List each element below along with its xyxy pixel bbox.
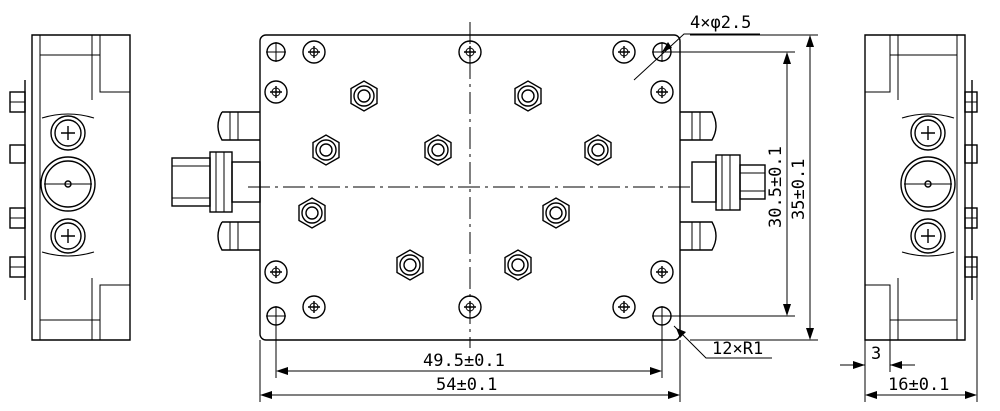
top-view-dimensions: 4×φ2.5 30.5±0.1 35±0.1 49.5±0.1 54±0.1 1… bbox=[259, 13, 818, 402]
tuning-nut-icon bbox=[584, 134, 612, 166]
top-view bbox=[171, 22, 766, 348]
left-sma-connector bbox=[171, 111, 261, 251]
dim-corner-radius: 12×R1 bbox=[712, 339, 763, 359]
left-side-view bbox=[9, 34, 131, 341]
dim-hole-spacing-height: 30.5±0.1 bbox=[766, 146, 786, 228]
tuning-nut-icon bbox=[350, 80, 378, 112]
screw-icon bbox=[264, 80, 288, 104]
dim-side-offset: 3 bbox=[871, 344, 881, 364]
tuning-nut-icon bbox=[424, 134, 452, 166]
dim-overall-width: 54±0.1 bbox=[436, 375, 497, 395]
tuning-nut-icon bbox=[514, 80, 542, 112]
dim-mounting-holes: 4×φ2.5 bbox=[690, 13, 751, 33]
side-view-dimensions: 3 16±0.1 bbox=[840, 277, 978, 402]
screw-icon bbox=[650, 80, 674, 104]
tuning-nuts bbox=[298, 80, 612, 281]
screw-icon bbox=[302, 295, 326, 319]
screw-icon bbox=[302, 40, 326, 64]
screw-icon bbox=[612, 295, 636, 319]
right-side-view bbox=[864, 34, 978, 341]
right-sma-connector bbox=[680, 111, 766, 251]
screw-icon bbox=[264, 260, 288, 284]
tuning-nut-icon bbox=[396, 249, 424, 281]
tuning-nut-icon bbox=[542, 197, 570, 229]
dim-hole-spacing-width: 49.5±0.1 bbox=[423, 351, 505, 371]
tuning-nut-icon bbox=[298, 197, 326, 229]
screw-icon bbox=[612, 40, 636, 64]
tuning-nut-icon bbox=[312, 134, 340, 166]
mounting-holes bbox=[266, 42, 672, 326]
left-pins bbox=[9, 91, 26, 278]
screw-icon bbox=[458, 40, 482, 64]
dim-overall-height: 35±0.1 bbox=[789, 159, 809, 220]
screw-icon bbox=[650, 260, 674, 284]
tuning-nut-icon bbox=[504, 249, 532, 281]
dim-side-depth: 16±0.1 bbox=[888, 375, 949, 395]
screw-icon bbox=[458, 295, 482, 319]
cover-screws bbox=[264, 40, 674, 319]
right-pins bbox=[964, 91, 978, 278]
